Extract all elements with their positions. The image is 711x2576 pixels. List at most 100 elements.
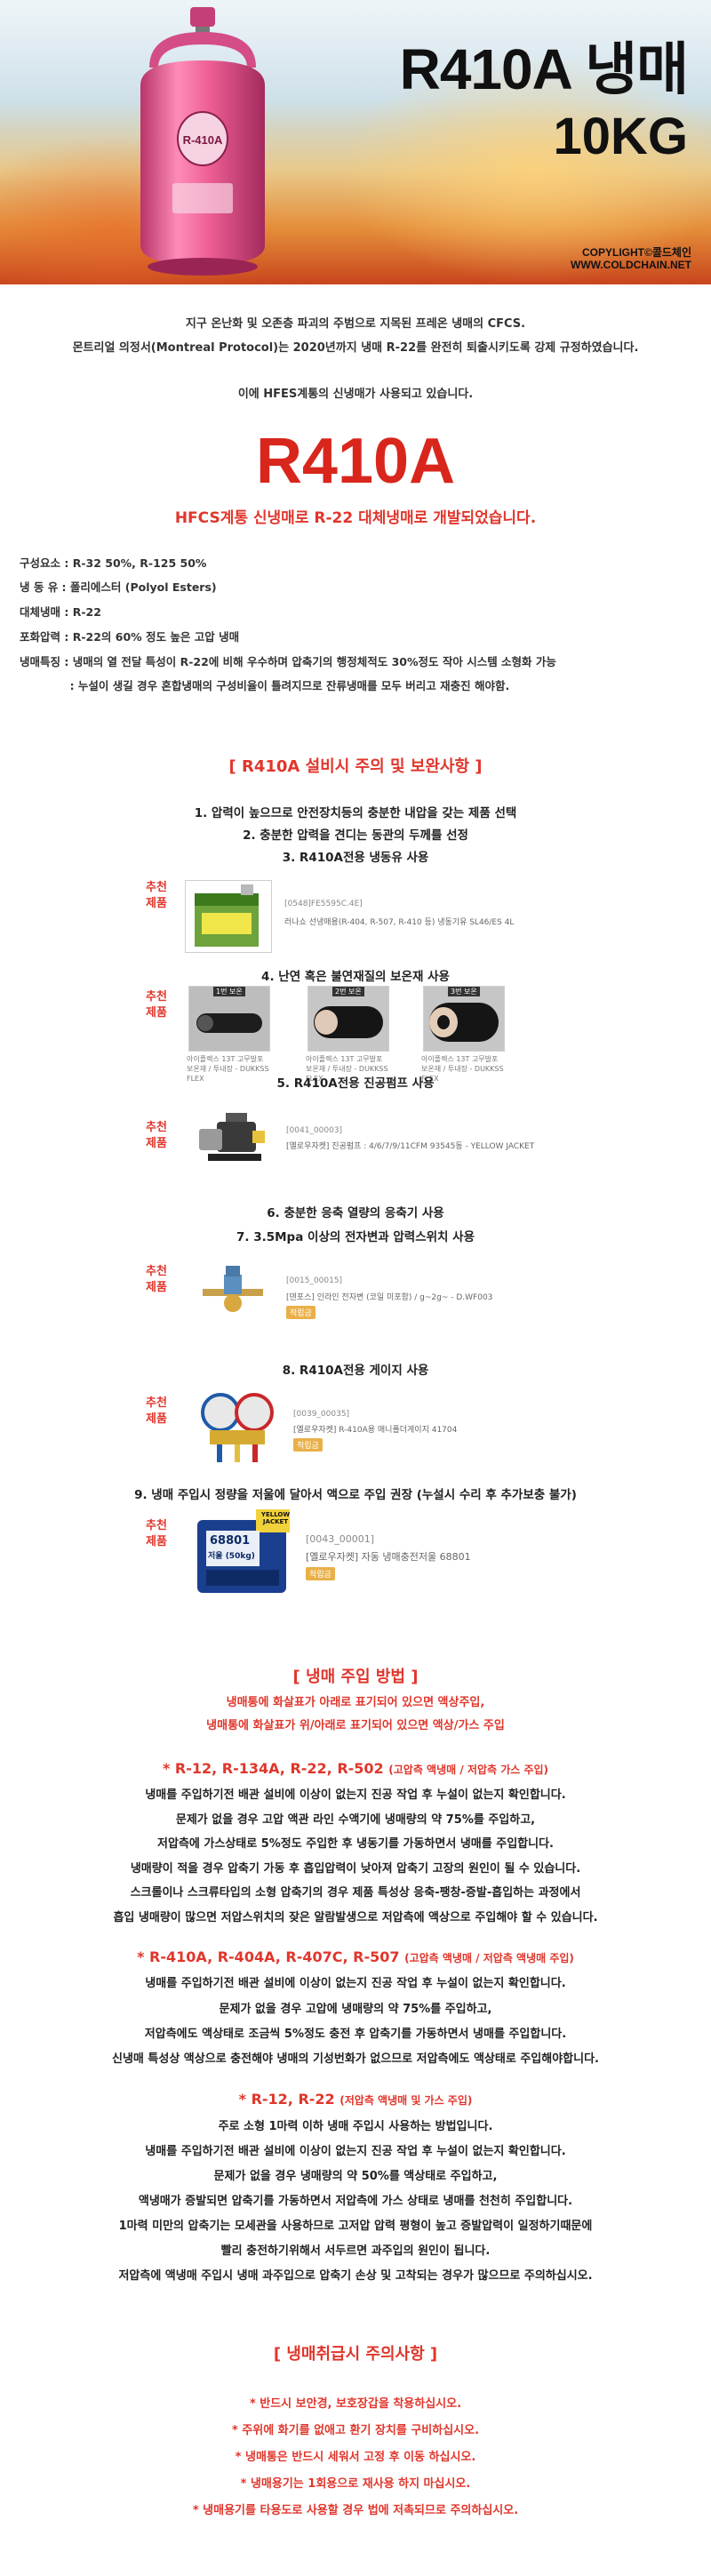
insulation-tag-3: 3번 보온 (448, 987, 480, 996)
valve-product-desc[interactable]: [덴포스] 인라인 전자변 (코일 미포함) / g~2g~ - D.WF003 (286, 1293, 493, 1302)
caution-section-title: [ 냉매취급시 주의사항 ] (273, 2345, 438, 2364)
spec-composition: 구성요소 : R-32 50%, R-125 50% (20, 556, 207, 570)
install-item-7: 7. 3.5Mpa 이상의 전자변과 압력스위치 사용 (236, 1230, 475, 1244)
cylinder-label: R-410A (183, 133, 223, 147)
insulation-thumbnail-2[interactable] (308, 986, 389, 1052)
scale-model-sub: 저울 (50kg) (208, 1552, 255, 1561)
method-note-2: 냉매통에 화살표가 위/아래로 표기되어 있으면 액상/가스 주입 (206, 1719, 505, 1732)
manifold-gauge-icon (201, 1393, 274, 1462)
install-item-4: 4. 난연 혹은 불연재질의 보온재 사용 (261, 970, 450, 984)
spec-feature-1: 냉매특징 : 냉매의 열 전달 특성이 R-22에 비해 우수하며 압축기의 행… (20, 655, 556, 668)
solenoid-valve-icon (203, 1266, 263, 1312)
insulation-tube-icon (424, 987, 504, 1051)
method-note-1: 냉매통에 화살표가 아래로 표기되어 있으면 액상주입, (226, 1696, 485, 1709)
scale-brand: YELLOW JACKET (260, 1511, 291, 1525)
method-group-3-line-4: 액냉매가 증발되면 압축기를 가동하면서 저압측에 가스 상태로 냉매를 천천히… (138, 2195, 573, 2208)
insulation-caption-3: 아이플렉스 13T 고무발포 보온재 / 투내장 - DUKKSS FLEX (421, 1055, 504, 1083)
method-group-2-line-2: 문제가 없을 경우 고압에 냉매량의 약 75%를 주입하고, (219, 2003, 492, 2016)
spec-replacement: 대체냉매 : R-22 (20, 605, 101, 619)
pump-product-code: [0041_00003] (286, 1126, 343, 1135)
insulation-tag-1: 1번 보온 (213, 987, 245, 996)
method-group-1-head: * R-12, R-134A, R-22, R-502 (고압측 액냉매 / 저… (162, 1760, 549, 1777)
vacuum-pump-thumbnail[interactable] (190, 1104, 272, 1175)
method-group-1-line-6: 흡입 냉매량이 많으면 저압스위치의 잦은 알람발생으로 저압측에 액상으로 주… (113, 1911, 598, 1924)
scale-product-desc[interactable]: [옐로우자켓] 자동 냉매충전저울 68801 (306, 1551, 471, 1563)
website-text: WWW.COLDCHAIN.NET (571, 259, 691, 271)
install-item-1: 1. 압력이 높으므로 안전장치등의 충분한 내압을 갖는 제품 선택 (194, 806, 517, 820)
manifold-gauge-thumbnail[interactable] (197, 1391, 277, 1464)
caution-line-1: * 반드시 보안경, 보호장갑을 착용하십시오. (249, 2397, 462, 2411)
product-weight: 10KG (553, 108, 688, 165)
method-section-title: [ 냉매 주입 방법 ] (292, 1668, 419, 1686)
install-item-3: 3. R410A전용 냉동유 사용 (282, 851, 429, 865)
install-section-title: [ R410A 설비시 주의 및 보완사항 ] (228, 757, 483, 776)
method-group-3-line-3: 문제가 없을 경우 냉매량의 약 50%를 액상태로 주입하고, (213, 2170, 498, 2183)
oil-product-desc[interactable]: 러나쇼 선냉매용(R-404, R-507, R-410 등) 냉동기유 SL4… (284, 918, 515, 927)
refrigerant-scale-icon (197, 1509, 290, 1593)
method-group-2-line-4: 신냉매 특성상 액상으로 충전해야 냉매의 기성번화가 없으므로 저압측에도 액… (112, 2052, 599, 2066)
gauge-product-desc[interactable]: [옐로우자켓] R-410A용 매니폴더게이지 41704 (293, 1426, 458, 1435)
insulation-caption-1: 아이플렉스 13T 고무발포 보온재 / 투내장 - DUKKSS FLEX (187, 1055, 269, 1083)
caution-line-5: * 냉매용기를 타용도로 사용할 경우 법에 저촉되므로 주의하십시오. (192, 2504, 519, 2517)
headline-title: R410A (255, 426, 456, 497)
oil-product-thumbnail[interactable] (185, 880, 272, 953)
hero-banner: R-410A R410A 냉매 10KG COPYLIGHT©콜드체인 WWW.… (0, 0, 711, 284)
method-group-2-head: * R-410A, R-404A, R-407C, R-507 (고압측 액냉매… (137, 1948, 574, 1965)
method-group-2-line-1: 냉매를 주입하기전 배관 설비에 이상이 없는지 진공 작업 후 누설이 없는지… (145, 1977, 566, 1990)
insulation-caption-2: 아이플렉스 13T 고무발포 보온재 / 투내장 - DUKKSS FLEX (306, 1055, 388, 1083)
method-group-3-line-7: 저압측에 액냉매 주입시 냉매 과주입으로 압축기 손상 및 고착되는 경우가 … (118, 2269, 593, 2283)
refrigerant-cylinder-icon: R-410A (140, 7, 265, 276)
oil-can-icon (195, 884, 259, 947)
product-title: R410A 냉매 (399, 37, 689, 101)
intro-line-3: 이에 HFES계통의 신냉매가 사용되고 있습니다. (237, 388, 474, 401)
insulation-thumbnail-3[interactable] (423, 986, 505, 1052)
method-group-1-line-3: 저압측에 가스상태로 5%정도 주입한 후 냉동기를 가동하면서 냉매를 주입합… (157, 1837, 554, 1851)
intro-line-1: 지구 온난화 및 오존층 파괴의 주범으로 지목된 프레온 냉매의 CFCS. (185, 317, 526, 331)
method-group-3-head: * R-12, R-22 (저압측 액냉매 및 가스 주입) (238, 2091, 473, 2108)
method-group-1-line-5: 스크롤이나 스크류타입의 소형 압축기의 경우 제품 특성상 응축-팽창-증발-… (130, 1886, 581, 1900)
sun-glow (338, 53, 711, 284)
solenoid-valve-thumbnail[interactable] (199, 1262, 267, 1323)
scale-product-code: [0043_00001] (306, 1533, 375, 1545)
insulation-tube-icon (308, 987, 388, 1051)
spec-oil: 냉 동 유 : 폴리에스터 (Polyol Esters) (20, 580, 217, 594)
spec-pressure: 포화압력 : R-22의 60% 정도 높은 고압 냉매 (20, 630, 240, 644)
method-group-1-line-1: 냉매를 주입하기전 배관 설비에 이상이 없는지 진공 작업 후 누설이 없는지… (145, 1788, 566, 1802)
refrigerant-scale-thumbnail[interactable] (194, 1508, 292, 1596)
install-item-9: 9. 냉매 주입시 정량을 저울에 달아서 액으로 주입 권장 (누설시 수리 … (134, 1488, 577, 1502)
scale-model-label: 68801 (210, 1534, 251, 1548)
method-group-2-line-3: 저압측에도 액상태로 조금씩 5%정도 충전 후 압축기를 가동하면서 냉매를 … (144, 2028, 567, 2041)
scale-points-badge: 적립금 (306, 1567, 335, 1580)
method-group-3-line-1: 주로 소형 1마력 이하 냉매 주입시 사용하는 방법입니다. (218, 2120, 493, 2133)
install-item-5: 5. R410A전용 진공펌프 사용 (276, 1076, 435, 1091)
oil-product-code: [0548]FE5595C.4E] (284, 900, 363, 908)
intro-line-2: 몬트리얼 의정서(Montreal Protocol)는 2020년까지 냉매 … (72, 341, 639, 355)
valve-points-badge: 적립금 (286, 1306, 316, 1319)
spec-feature-2: : 누설이 생길 경우 혼합냉매의 구성비율이 틀려지므로 잔류냉매를 모두 버… (20, 679, 510, 692)
caution-line-3: * 냉매통은 반드시 세워서 고정 후 이동 하십시오. (235, 2451, 476, 2464)
install-item-2: 2. 충분한 압력을 견디는 동관의 두께를 선정 (243, 828, 468, 843)
caution-line-4: * 냉매용기는 1회용으로 재사용 하지 마십시오. (240, 2477, 471, 2491)
install-item-8: 8. R410A전용 게이지 사용 (282, 1364, 429, 1378)
gauge-points-badge: 적립금 (293, 1438, 323, 1452)
insulation-thumbnail-1[interactable] (188, 986, 270, 1052)
copyright-text: COPYLIGHT©콜드체인 (581, 246, 691, 259)
vacuum-pump-icon (199, 1113, 265, 1161)
insulation-tube-icon (189, 987, 269, 1051)
method-group-1-line-2: 문제가 없을 경우 고압 액관 라인 수액기에 냉매량의 약 75%를 주입하고… (175, 1813, 536, 1827)
valve-product-code: [0015_00015] (286, 1276, 343, 1285)
headline-subtitle: HFCS계통 신냉매로 R-22 대체냉매로 개발되었습니다. (174, 509, 537, 527)
method-group-3-line-2: 냉매를 주입하기전 배관 설비에 이상이 없는지 진공 작업 후 누설이 없는지… (145, 2145, 566, 2158)
install-item-6: 6. 충분한 응축 열량의 응축기 사용 (267, 1206, 444, 1220)
pump-product-desc[interactable]: [옐로우자켓] 진공펌프 : 4/6/7/9/11CFM 93545동 - YE… (286, 1142, 535, 1151)
insulation-tag-2: 2번 보온 (332, 987, 364, 996)
method-group-3-line-6: 빨리 충전하기위해서 서두르면 과주입의 원인이 됩니다. (220, 2244, 491, 2258)
method-group-3-line-5: 1마력 미만의 압축기는 모세관을 사용하므로 고저압 압력 평형이 높고 증발… (118, 2220, 593, 2233)
